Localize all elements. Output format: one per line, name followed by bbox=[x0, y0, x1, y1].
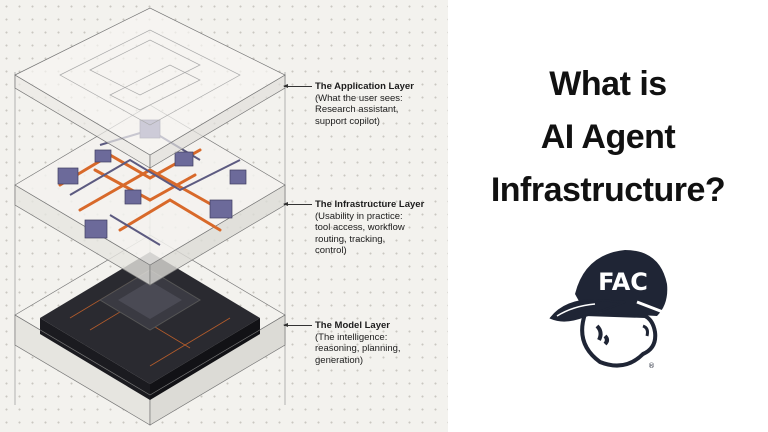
pointer-arrow bbox=[283, 323, 312, 327]
headline: What is AI Agent Infrastructure? bbox=[490, 65, 726, 209]
model-layer-label: The Model Layer (The intelligence: reaso… bbox=[315, 320, 401, 366]
model-layer bbox=[14, 234, 286, 426]
pointer-arrow bbox=[283, 202, 312, 206]
logo-text: FAC bbox=[598, 268, 648, 296]
fac-logo: FAC ® bbox=[549, 250, 668, 370]
application-layer-label: The Application Layer (What the user see… bbox=[315, 81, 414, 127]
infrastructure-layer-label: The Infrastructure Layer (Usability in p… bbox=[315, 199, 425, 256]
application-layer bbox=[14, 7, 286, 169]
svg-text:®: ® bbox=[648, 362, 655, 370]
pointer-arrow bbox=[283, 84, 312, 88]
layer-diagram bbox=[14, 7, 286, 426]
